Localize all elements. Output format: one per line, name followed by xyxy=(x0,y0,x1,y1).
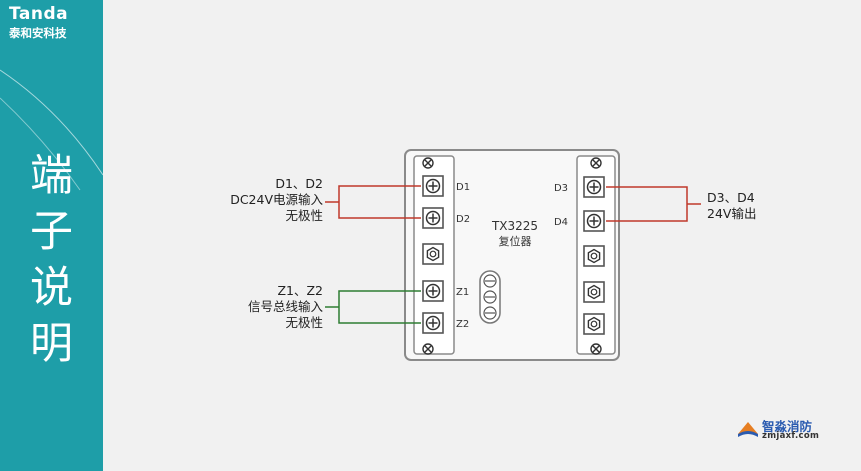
mounting-screw-icon xyxy=(590,343,602,355)
callout-line: 无极性 xyxy=(285,315,323,330)
mounting-screw-icon xyxy=(590,157,602,169)
power-wire xyxy=(325,185,421,219)
right-terminal-5 xyxy=(583,313,605,335)
decorative-arcs xyxy=(0,69,103,191)
brand-logo-text: Tanda xyxy=(9,4,69,24)
callout-line: Z1、Z2 xyxy=(277,283,323,298)
device-model: TX3225 xyxy=(491,219,538,233)
bus-wire xyxy=(325,290,421,324)
power-input-callout: D1、D2 DC24V电源输入 无极性 xyxy=(230,176,323,224)
left-terminal-5 xyxy=(422,312,444,334)
right-terminal-4 xyxy=(583,281,605,303)
output-callout: D3、D4 24V输出 xyxy=(707,190,756,222)
callout-line: D1、D2 xyxy=(275,176,323,191)
callout-line: DC24V电源输入 xyxy=(230,192,323,207)
terminal-label: D1 xyxy=(456,182,470,193)
left-terminal-4 xyxy=(422,280,444,302)
slot-holes xyxy=(483,274,497,320)
terminal-label: D3 xyxy=(554,183,568,194)
terminal-label: Z1 xyxy=(456,287,469,298)
section-title-char: 明 xyxy=(30,319,73,369)
left-terminal-1 xyxy=(422,175,444,197)
section-title-char: 子 xyxy=(30,207,73,257)
device-name: 复位器 xyxy=(499,234,532,248)
bus-input-callout: Z1、Z2 信号总线输入 无极性 xyxy=(248,283,323,331)
terminal-label: D2 xyxy=(456,214,470,225)
watermark-text: 智淼消防 xyxy=(762,419,813,434)
sidebar: Tanda 泰和安科技 端 子 说 明 xyxy=(0,0,103,471)
section-title-char: 说 xyxy=(30,263,73,313)
watermark-url: zmjaxf.com xyxy=(762,431,820,441)
section-title-char: 端 xyxy=(30,151,73,201)
mounting-screw-icon xyxy=(422,157,434,169)
terminal-label: Z2 xyxy=(456,319,469,330)
right-terminal-2 xyxy=(583,210,605,232)
callout-line: D3、D4 xyxy=(707,190,755,205)
callout-line: 无极性 xyxy=(285,208,323,223)
callout-line: 24V输出 xyxy=(707,206,757,221)
callout-line: 信号总线输入 xyxy=(247,299,323,314)
left-terminal-3 xyxy=(422,243,444,265)
left-terminal-2 xyxy=(422,207,444,229)
device-body xyxy=(404,149,620,361)
section-title: 端 子 说 明 xyxy=(0,148,103,372)
right-terminal-1 xyxy=(583,176,605,198)
brand-company-name: 泰和安科技 xyxy=(9,26,67,40)
terminal-label: D4 xyxy=(554,217,568,228)
mounting-screw-icon xyxy=(422,343,434,355)
right-terminal-3 xyxy=(583,245,605,267)
watermark-logo-icon xyxy=(738,422,758,437)
output-wire xyxy=(606,186,701,222)
